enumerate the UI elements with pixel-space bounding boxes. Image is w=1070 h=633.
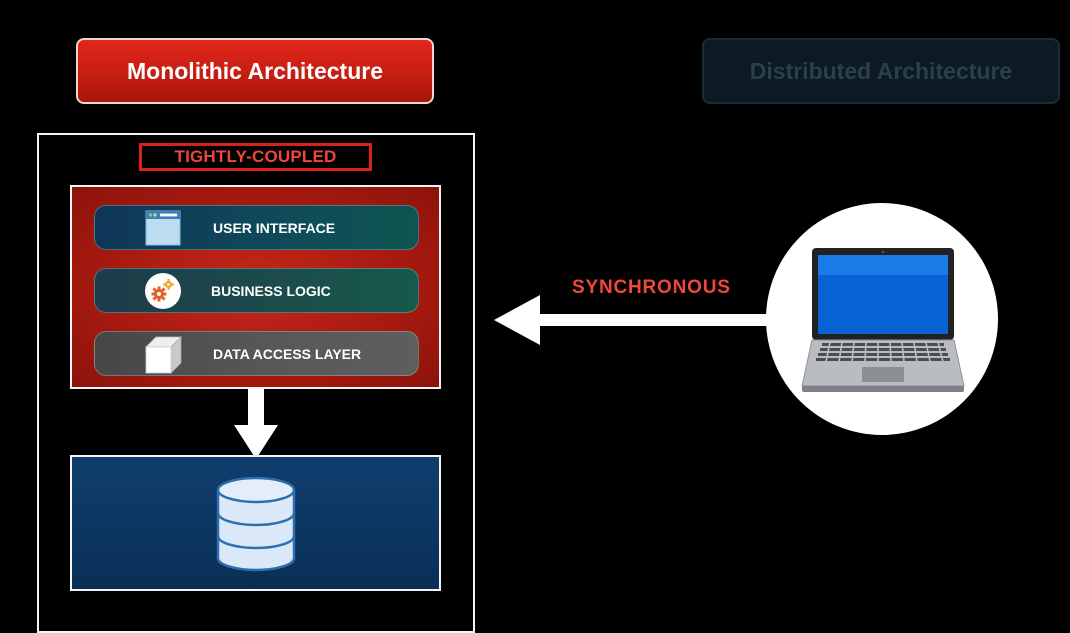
tightly-coupled-label: TIGHTLY-COUPLED [139,143,372,171]
down-arrow-icon [234,389,278,459]
cube-icon [143,334,183,374]
business-logic-layer: BUSINESS LOGIC [94,268,419,313]
left-arrow-icon [494,295,768,345]
synchronous-label: SYNCHRONOUS [572,277,731,298]
monolithic-architecture-tab-label: Monolithic Architecture [127,57,383,84]
database-icon [216,476,296,572]
laptop-icon [801,248,965,392]
data-access-layer-label: DATA ACCESS LAYER [213,345,362,362]
distributed-architecture-tab-label: Distributed Architecture [749,57,1013,84]
monolithic-architecture-tab[interactable]: Monolithic Architecture [76,38,434,104]
data-access-layer: DATA ACCESS LAYER [94,331,419,376]
business-logic-label: BUSINESS LOGIC [211,282,331,299]
user-interface-label: USER INTERFACE [213,219,336,236]
gears-icon [144,272,182,310]
user-interface-layer: USER INTERFACE [94,205,419,250]
distributed-architecture-tab[interactable]: Distributed Architecture [702,38,1060,104]
browser-window-icon [145,210,181,246]
